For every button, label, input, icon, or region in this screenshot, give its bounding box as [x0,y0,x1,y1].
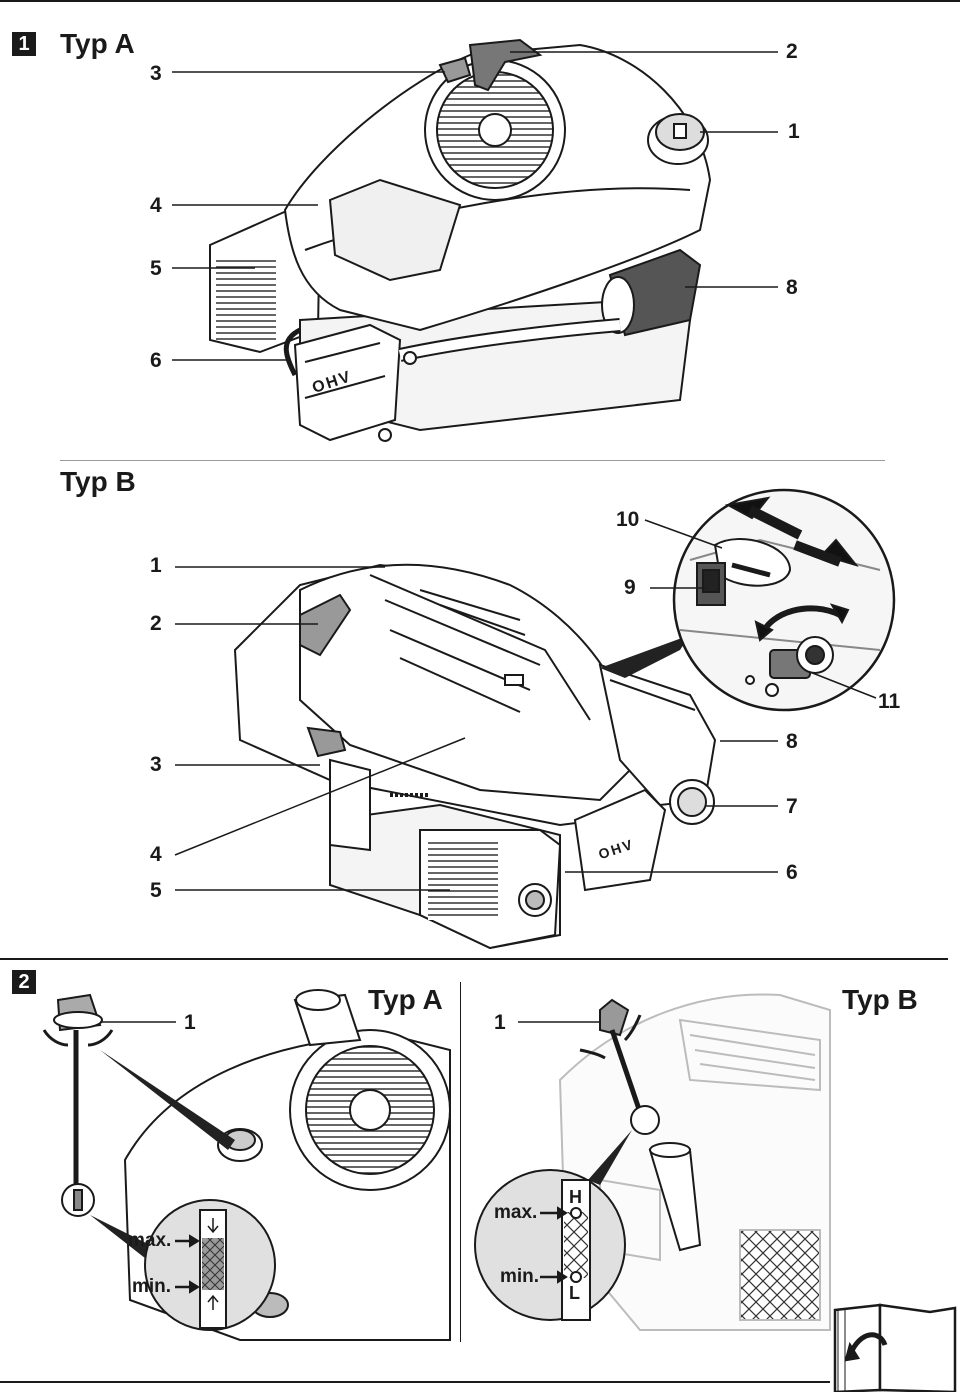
typ-b-dipstick-illustration [474,993,831,1331]
section-number-badge: 1 [12,32,36,56]
callout-1: 1 [184,1011,196,1034]
callout-8: 8 [786,276,798,299]
section1-divider [60,460,885,461]
oil-max-label: max. [128,1230,172,1251]
section-rule [0,958,948,960]
typ-a-dipstick-illustration [42,989,451,1341]
callout-4: 4 [150,843,162,866]
oil-min-label: min. [500,1266,540,1287]
callout-5: 5 [150,879,162,902]
callout-10: 10 [616,508,640,531]
typ-a-heading: Typ A [60,28,135,59]
bottom-rule [0,1381,830,1383]
typ-b-engine-illustration [233,563,717,950]
callout-8: 8 [786,730,798,753]
callout-1: 1 [494,1011,506,1034]
dipstick-high-mark: H [569,1187,582,1207]
section-number-badge: 2 [12,970,36,994]
typ-b-heading: Typ B [842,984,918,1015]
typ-b-control-inset [672,488,896,712]
typ-a-engine-illustration [209,38,712,442]
callout-1: 1 [788,120,800,143]
section2-divider [460,982,461,1342]
callout-11: 11 [878,690,901,713]
dipstick-low-mark: L [569,1283,580,1303]
callout-9: 9 [624,576,636,599]
typ-b-heading: Typ B [60,466,136,497]
callout-6: 6 [786,861,798,884]
callout-6: 6 [150,349,162,372]
callout-3: 3 [150,753,162,776]
top-rule [0,0,960,2]
oil-max-label: max. [494,1202,538,1223]
callout-5: 5 [150,257,162,280]
callout-4: 4 [150,194,162,217]
manual-book-icon [833,1303,957,1392]
callout-7: 7 [786,795,798,818]
callout-2: 2 [150,612,162,635]
oil-min-label: min. [132,1276,172,1297]
callout-3: 3 [150,62,162,85]
callout-2: 2 [786,40,798,63]
typ-a-heading: Typ A [368,984,443,1015]
callout-leaders [100,51,877,1023]
callout-1: 1 [150,554,162,577]
